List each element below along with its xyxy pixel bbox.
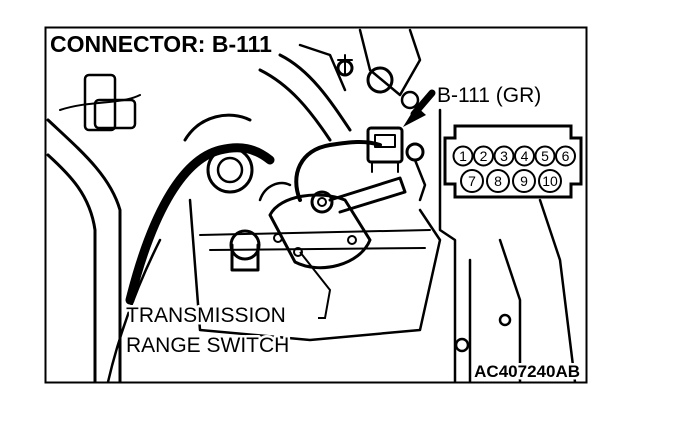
pin-1: 1 — [452, 145, 474, 167]
pin-number: 6 — [562, 148, 570, 164]
pin-circle — [486, 169, 510, 193]
pin-8: 8 — [486, 169, 510, 193]
pin-6: 6 — [555, 145, 576, 167]
pin-number: 4 — [521, 148, 529, 164]
component-label-line1: TRANSMISSION — [126, 304, 286, 327]
pin-circle — [473, 145, 494, 167]
connector-label: B-111 (GR) — [437, 84, 541, 107]
pin-9: 9 — [512, 169, 536, 193]
pin-number: 9 — [520, 173, 528, 189]
pin-circle — [555, 145, 576, 167]
pin-5: 5 — [534, 145, 556, 167]
figure-frame — [44, 26, 588, 384]
pin-number: 2 — [480, 148, 488, 164]
arrow-icon — [403, 89, 436, 127]
pin-circle — [534, 145, 556, 167]
pin-number: 8 — [494, 173, 502, 189]
figure-code: AC407240AB — [474, 362, 580, 381]
pin-circle — [514, 145, 535, 167]
pin-4: 4 — [514, 145, 535, 167]
pin-10: 10 — [538, 169, 562, 193]
pin-circle — [493, 145, 515, 167]
pin-circle — [538, 169, 562, 193]
pin-number: 7 — [468, 173, 476, 189]
engine-illustration — [46, 28, 577, 384]
pin-number: 3 — [500, 148, 508, 164]
pin-circle — [460, 169, 484, 193]
connector-title: CONNECTOR: B-111 — [50, 31, 272, 57]
pin-circle — [452, 145, 474, 167]
pin-number: 10 — [542, 173, 558, 189]
leader-line — [299, 251, 332, 319]
pin-7: 7 — [460, 169, 484, 193]
pin-number: 5 — [541, 148, 549, 164]
pin-3: 3 — [493, 145, 515, 167]
pin-number: 1 — [459, 148, 467, 164]
component-label-line2: RANGE SWITCH — [126, 334, 289, 357]
pin-circle — [512, 169, 536, 193]
pin-2: 2 — [473, 145, 494, 167]
